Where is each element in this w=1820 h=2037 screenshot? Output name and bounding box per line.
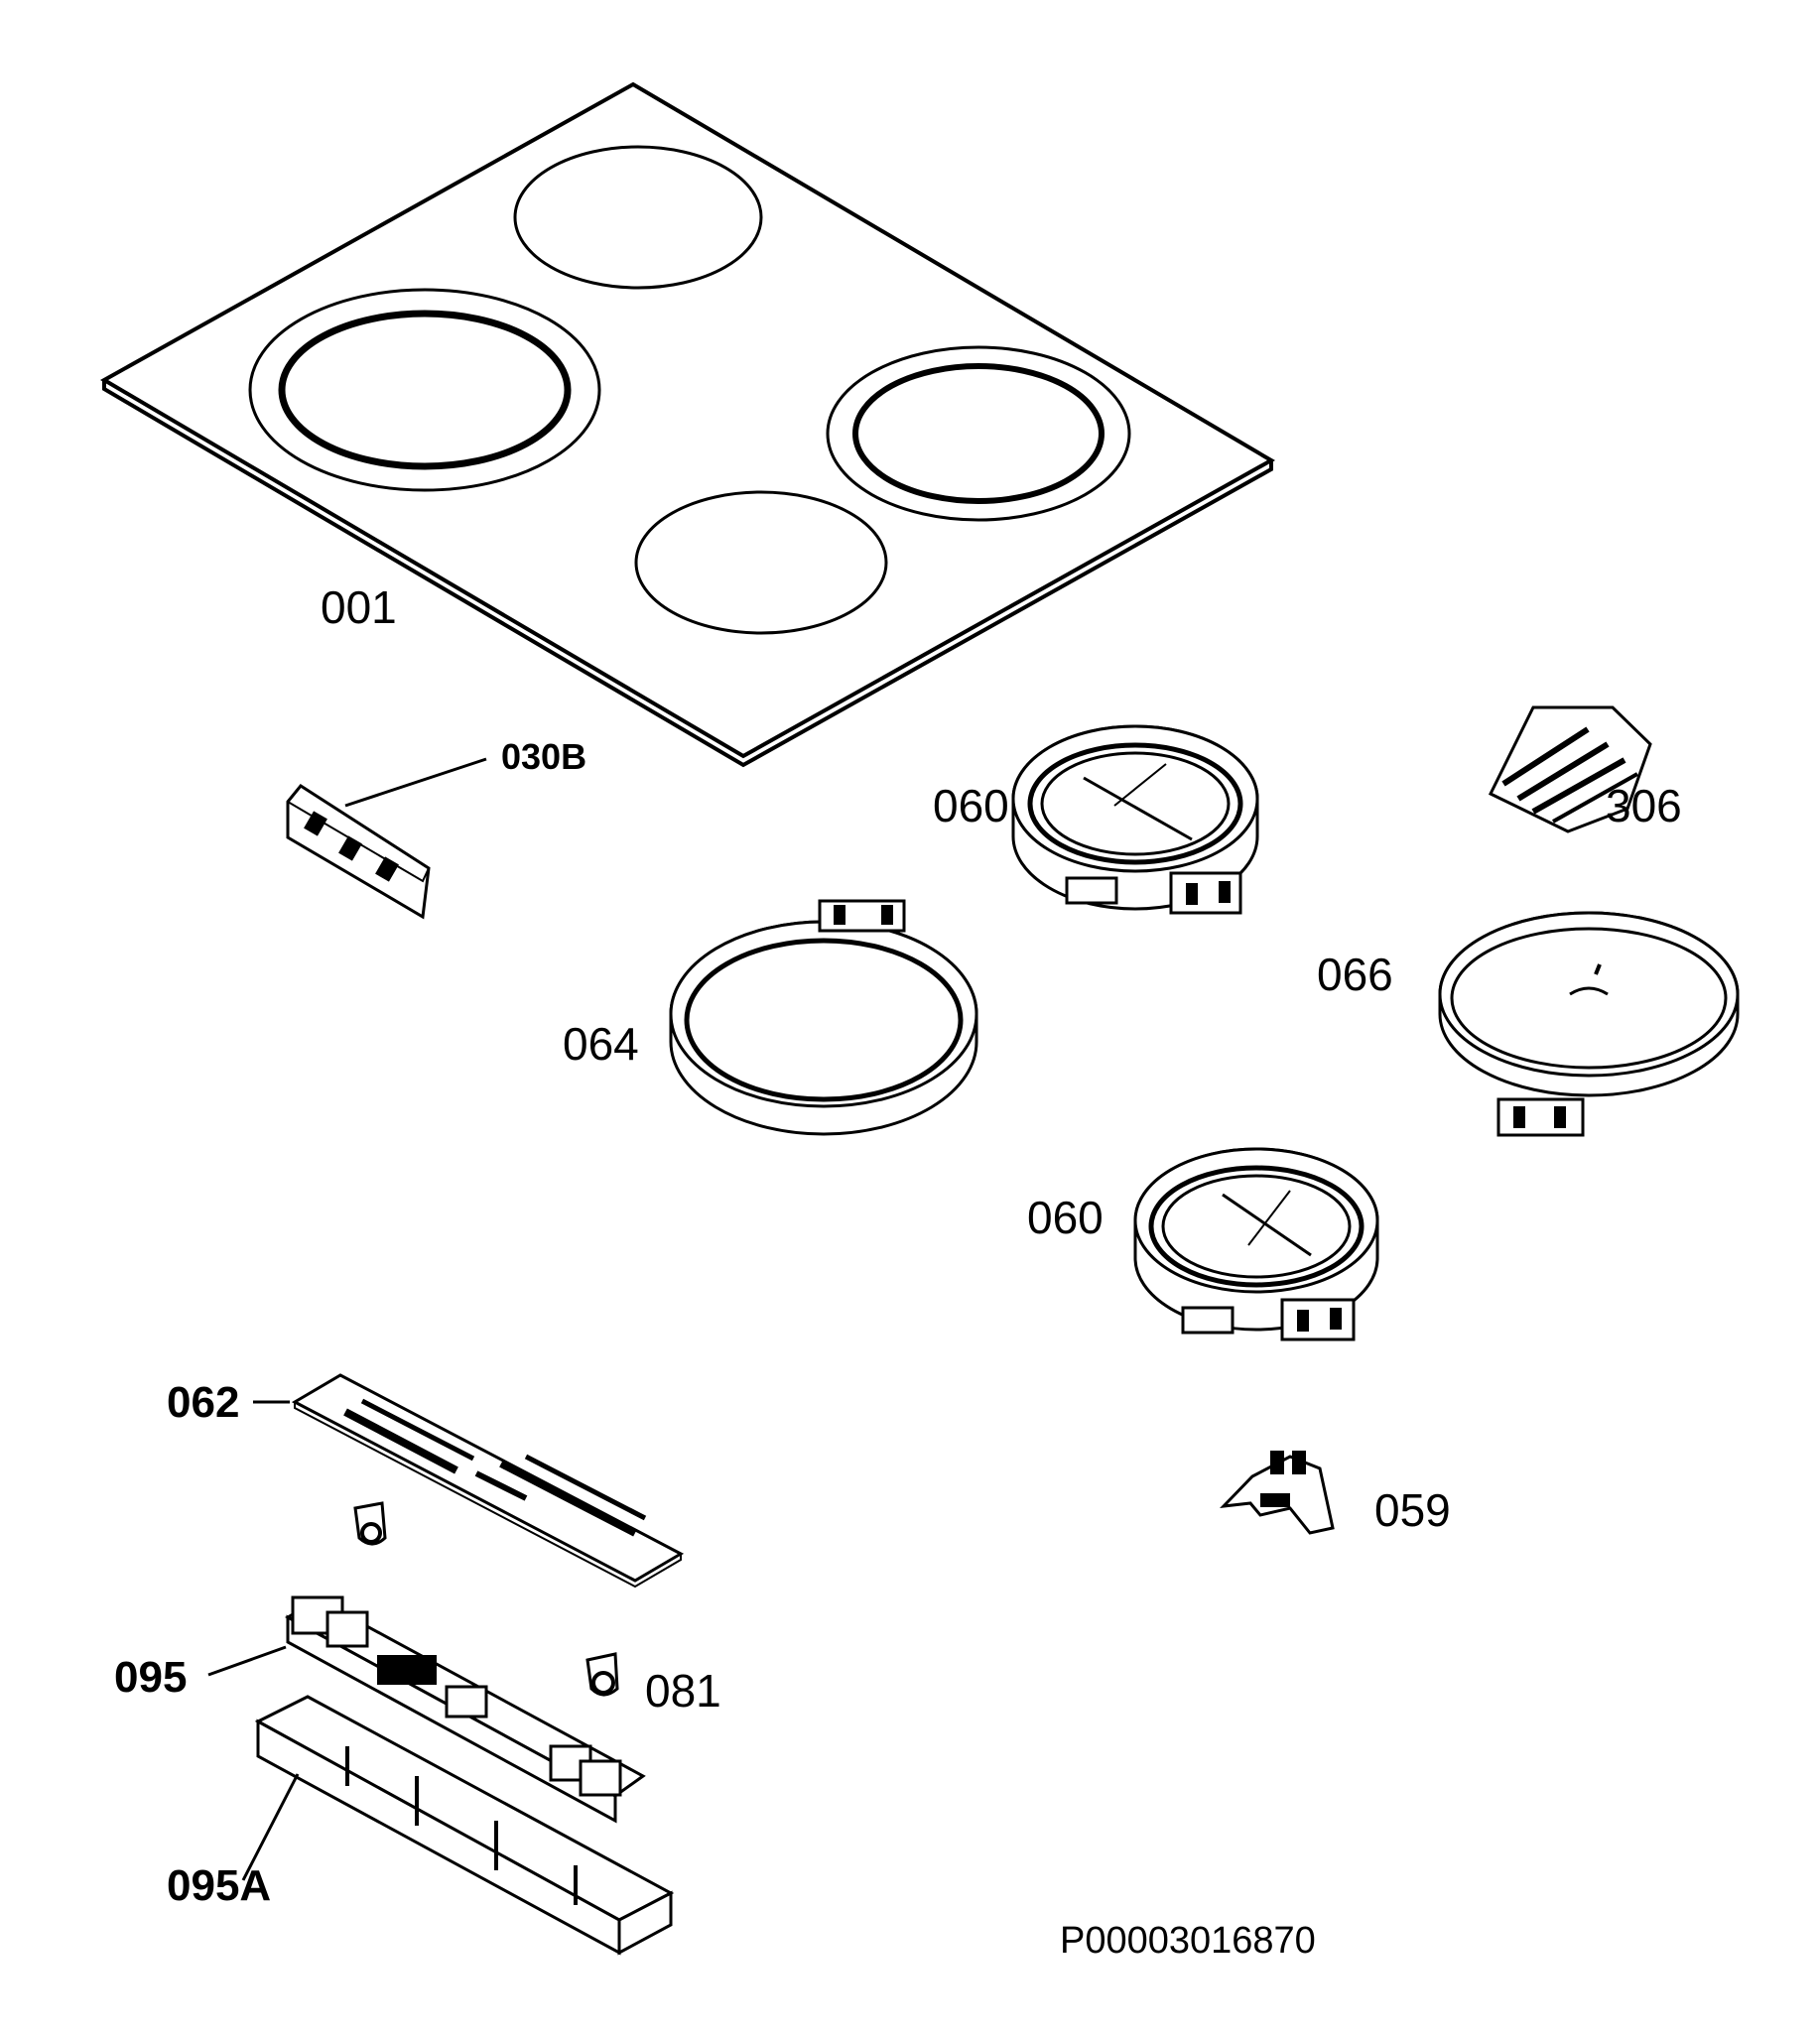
label-059: 059 [1374,1484,1451,1536]
label-095: 095 [114,1653,187,1702]
glass-cooktop-001 [99,81,1276,768]
heater-ring-064 [669,899,978,1136]
label-062: 062 [167,1378,239,1427]
label-066: 066 [1317,949,1393,1000]
radiant-heater-060-bottom [1133,1147,1379,1341]
label-095a: 095A [167,1861,271,1910]
power-board-095 [207,1595,646,1824]
small-part-081-upper [353,1501,387,1546]
control-board-062 [253,1373,685,1589]
label-060-top: 060 [933,780,1009,831]
label-030b: 030B [501,736,586,777]
drawing-reference: P00003016870 [1060,1920,1316,1962]
label-060-bottom: 060 [1027,1192,1104,1243]
radiant-heater-060-top [1011,724,1259,915]
label-064: 064 [563,1018,639,1070]
label-306: 306 [1606,780,1682,831]
connector-block-306 [1488,705,1652,833]
label-001: 001 [321,581,397,633]
label-081: 081 [645,1665,721,1717]
small-part-081 [585,1652,619,1697]
connector-059 [1220,1451,1335,1535]
heater-ring-066 [1438,911,1740,1137]
bracket-030b [286,757,487,920]
housing-095a [241,1695,675,1956]
